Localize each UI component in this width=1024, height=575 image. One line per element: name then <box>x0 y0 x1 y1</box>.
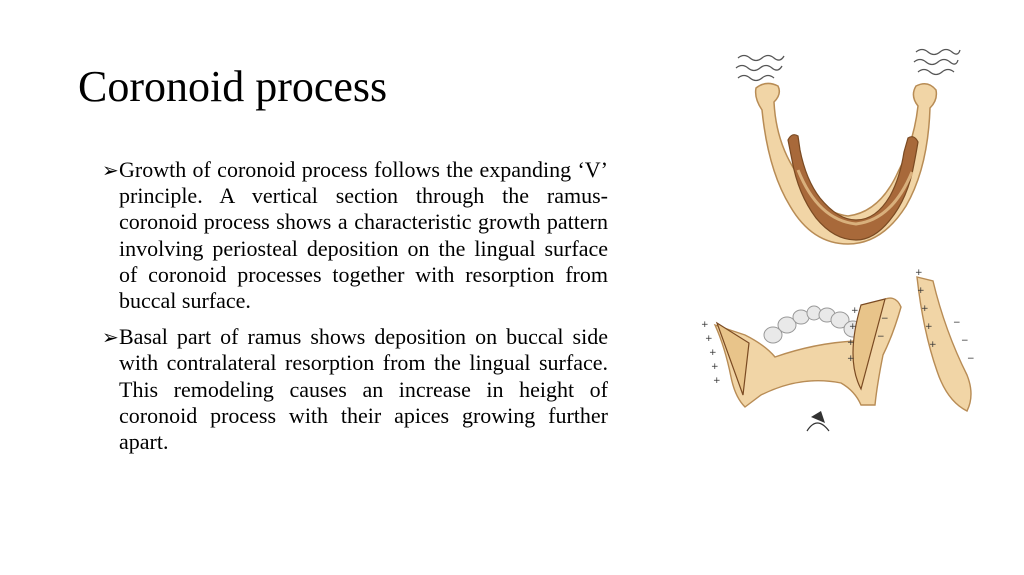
svg-text:−: − <box>961 336 969 346</box>
mandible-shape-inner <box>787 134 919 241</box>
svg-text:+: + <box>709 348 717 358</box>
svg-text:+: + <box>925 322 933 332</box>
ramus-section-left <box>715 321 750 396</box>
svg-text:+: + <box>851 306 859 316</box>
arrow-bullet-icon: ➢ <box>102 158 119 182</box>
direction-arrow-icon <box>806 411 830 432</box>
svg-text:+: + <box>849 322 857 332</box>
svg-text:+: + <box>701 320 709 330</box>
bullet-text: Growth of coronoid process follows the e… <box>119 157 608 314</box>
mandible-v-principle-illustration <box>735 48 961 245</box>
svg-text:−: − <box>881 314 889 324</box>
svg-text:−: − <box>877 332 885 342</box>
svg-text:+: + <box>921 304 929 314</box>
svg-text:+: + <box>711 362 719 372</box>
svg-text:+: + <box>705 334 713 344</box>
ramus-section-remodeling-illustration: +++++ ++++ +++++ −−− −− <box>701 268 975 432</box>
bullet-text: Basal part of ramus shows deposition on … <box>119 324 608 455</box>
svg-text:−: − <box>953 318 961 328</box>
svg-text:−: − <box>967 354 975 364</box>
slide-title: Coronoid process <box>78 62 388 111</box>
svg-text:+: + <box>929 340 937 350</box>
svg-text:+: + <box>713 376 721 386</box>
svg-text:+: + <box>847 354 855 364</box>
svg-text:+: + <box>847 338 855 348</box>
coronoid-section-middle <box>852 298 886 391</box>
growth-wave-icon-right <box>913 48 961 76</box>
mandible-body-shape <box>713 297 902 408</box>
deposition-resorption-marks-icon: +++++ ++++ +++++ −−− −− <box>701 268 975 386</box>
ramus-section-right <box>916 276 972 412</box>
growth-wave-icon-left <box>735 54 785 82</box>
bullet-item: ➢ Basal part of ramus shows deposition o… <box>102 324 608 455</box>
svg-text:+: + <box>915 268 923 278</box>
arrow-bullet-icon: ➢ <box>102 325 119 350</box>
teeth-icon <box>763 305 863 344</box>
bullet-list: ➢ Growth of coronoid process follows the… <box>102 157 608 465</box>
svg-text:+: + <box>917 286 925 296</box>
bullet-item: ➢ Growth of coronoid process follows the… <box>102 157 608 314</box>
